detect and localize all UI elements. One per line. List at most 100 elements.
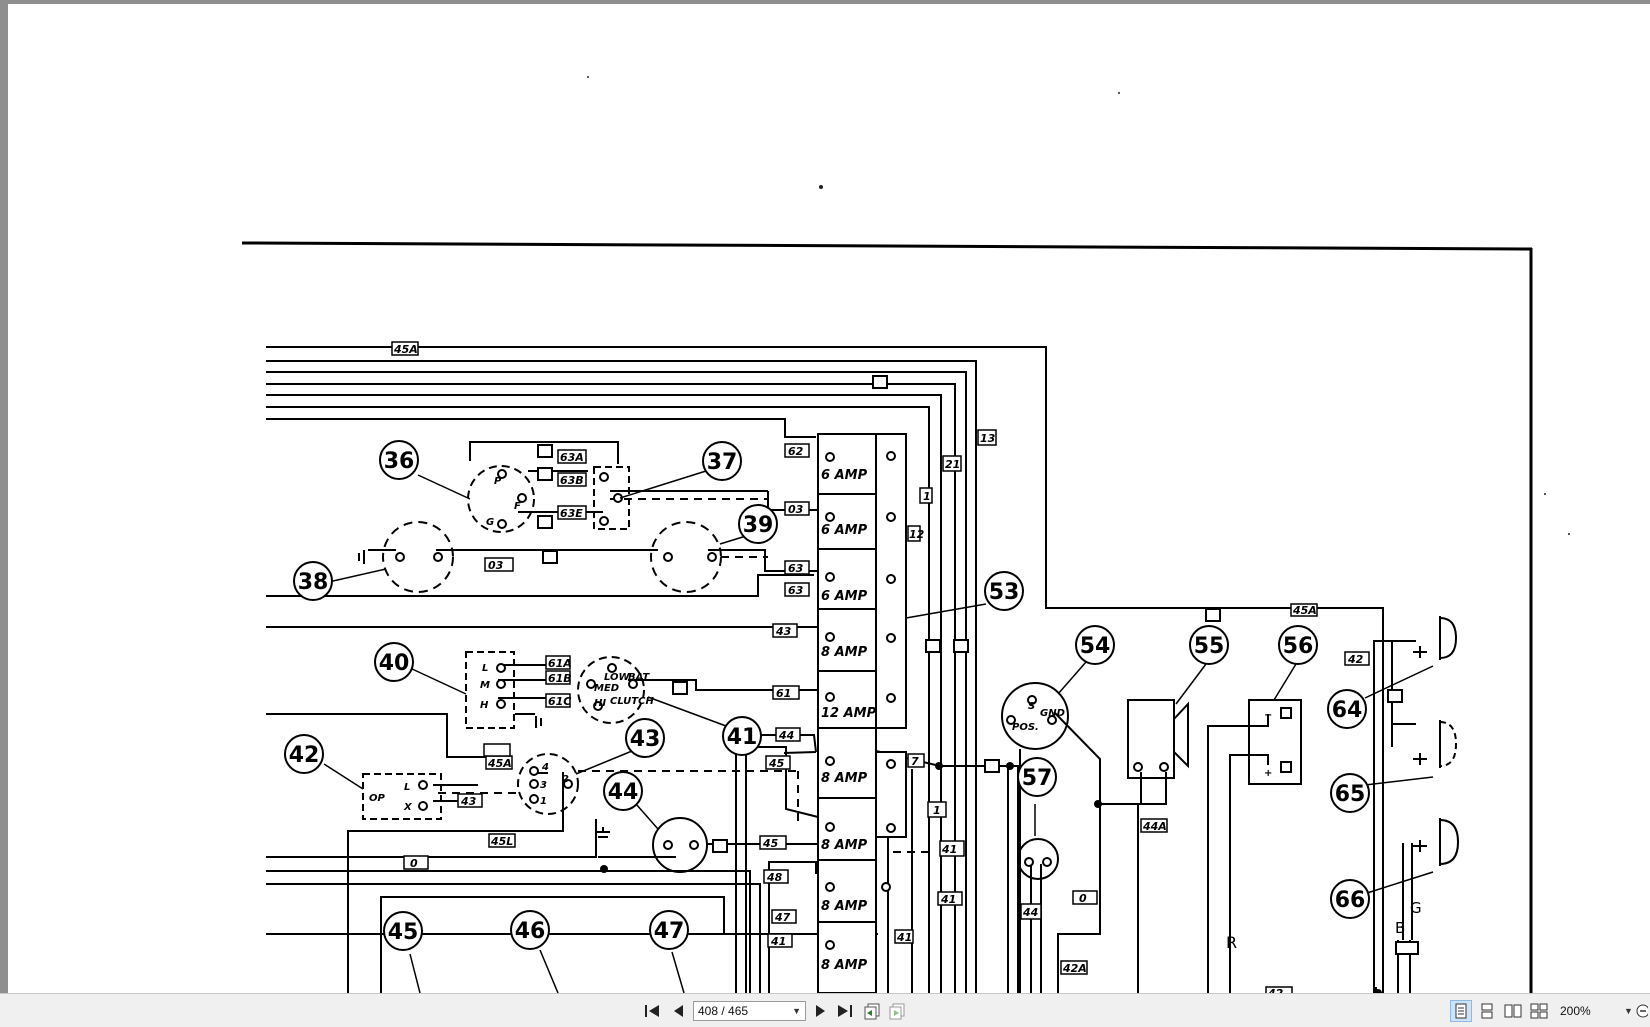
svg-text:6 AMP: 6 AMP	[821, 523, 868, 538]
svg-text:GND: GND	[1040, 708, 1065, 719]
svg-text:39: 39	[743, 513, 774, 538]
svg-text:12: 12	[909, 528, 925, 541]
junction-dots	[600, 762, 1382, 993]
continuous-facing-icon	[1530, 1003, 1548, 1019]
svg-text:6 AMP: 6 AMP	[821, 468, 868, 483]
svg-text:POS.: POS.	[1012, 722, 1039, 733]
svg-text:8 AMP: 8 AMP	[821, 958, 868, 973]
svg-text:62: 62	[788, 445, 804, 458]
document-viewport[interactable]: 6 AMP 6 AMP 6 AMP 8 AMP 12 AMP 8 AMP 8 A…	[0, 0, 1650, 993]
svg-text:43: 43	[630, 727, 661, 752]
fuse-terminals	[825, 451, 896, 950]
continuous-view-button[interactable]	[1476, 1000, 1498, 1022]
svg-text:−: −	[1264, 710, 1272, 721]
svg-text:+: +	[1264, 768, 1272, 779]
svg-text:13: 13	[980, 432, 996, 445]
svg-text:41: 41	[770, 935, 786, 948]
components	[362, 465, 1460, 880]
svg-text:4: 4	[541, 762, 549, 773]
svg-text:X: X	[403, 802, 413, 813]
svg-text:B: B	[1395, 919, 1405, 937]
ground-symbols	[358, 550, 1427, 852]
svg-text:0: 0	[410, 857, 418, 870]
svg-text:0: 0	[1079, 892, 1087, 905]
callout-leaders	[323, 470, 1434, 993]
wires	[266, 346, 1416, 993]
svg-text:8 AMP: 8 AMP	[821, 838, 868, 853]
terminal-labels: P F G L M H LOW BAT MED HI CLUTCH OP L X…	[369, 476, 1422, 952]
svg-text:41: 41	[941, 843, 957, 856]
callout-bubbles	[284, 440, 1370, 951]
single-page-icon	[1455, 1003, 1467, 1019]
diagram-frame	[241, 241, 1533, 993]
svg-text:F: F	[514, 501, 521, 512]
svg-text:8 AMP: 8 AMP	[821, 645, 868, 660]
svg-text:47: 47	[774, 911, 791, 924]
zoom-level: 200%	[1560, 1004, 1591, 1018]
svg-text:40: 40	[379, 651, 410, 676]
scan-specks	[587, 76, 1570, 535]
go-forward-icon	[889, 1003, 905, 1020]
svg-text:45A: 45A	[487, 757, 512, 770]
zoom-out-button[interactable]	[1634, 1000, 1648, 1022]
last-page-icon	[838, 1005, 852, 1017]
chevron-down-icon[interactable]: ▼	[792, 1006, 801, 1016]
svg-text:G: G	[486, 517, 494, 528]
svg-text:63: 63	[788, 562, 804, 575]
svg-text:41: 41	[727, 725, 758, 750]
svg-text:47: 47	[654, 919, 685, 944]
svg-text:44: 44	[778, 729, 794, 742]
svg-text:63B: 63B	[560, 474, 584, 487]
last-page-button[interactable]	[834, 1000, 856, 1022]
svg-text:64: 64	[1332, 698, 1363, 723]
first-page-icon	[645, 1005, 659, 1017]
svg-text:M: M	[480, 680, 490, 691]
page-number-field[interactable]: 408 / 465 ▼	[693, 1001, 806, 1021]
svg-text:63A: 63A	[560, 451, 584, 464]
svg-text:CLUTCH: CLUTCH	[610, 696, 654, 707]
svg-text:44: 44	[608, 780, 639, 805]
connector-symbols	[537, 375, 1419, 955]
zoom-selector[interactable]: 200% ▼	[1560, 1001, 1638, 1021]
svg-text:7: 7	[911, 755, 919, 768]
single-page-view-button[interactable]	[1450, 1000, 1472, 1022]
svg-text:L: L	[404, 782, 410, 793]
svg-text:MED: MED	[594, 683, 619, 694]
chevron-down-icon[interactable]: ▼	[1624, 1006, 1633, 1016]
svg-text:45L: 45L	[490, 835, 513, 848]
facing-pages-icon	[1504, 1004, 1522, 1018]
previous-page-button[interactable]	[667, 1000, 689, 1022]
svg-text:1: 1	[933, 804, 941, 817]
svg-text:63E: 63E	[560, 507, 583, 520]
pdf-page: 6 AMP 6 AMP 6 AMP 8 AMP 12 AMP 8 AMP 8 A…	[8, 4, 1650, 993]
svg-text:42: 42	[289, 743, 320, 768]
svg-text:45A: 45A	[1292, 604, 1317, 617]
svg-text:45: 45	[762, 837, 779, 850]
wire-labels: 45A 62 63A 63B 63E 03 03 63 63 13 21 1 1…	[393, 343, 1364, 993]
svg-text:P: P	[494, 476, 502, 487]
svg-text:61: 61	[776, 687, 791, 700]
go-back-button[interactable]	[861, 1000, 883, 1022]
continuous-facing-view-button[interactable]	[1528, 1000, 1550, 1022]
svg-text:OP: OP	[369, 793, 386, 804]
first-page-button[interactable]	[641, 1000, 663, 1022]
svg-text:L: L	[482, 663, 488, 674]
svg-text:38: 38	[298, 570, 329, 595]
svg-text:R: R	[1226, 933, 1237, 952]
go-forward-button[interactable]	[886, 1000, 908, 1022]
svg-text:63: 63	[788, 584, 804, 597]
svg-text:41: 41	[940, 893, 956, 906]
callout-numbers: 36 37 38 39 40 41 42 43 44 45 46 47 53 5…	[289, 449, 1366, 945]
svg-text:G: G	[1410, 899, 1422, 917]
svg-text:2: 2	[562, 774, 569, 785]
next-page-button[interactable]	[810, 1000, 832, 1022]
svg-text:12 AMP: 12 AMP	[821, 706, 877, 721]
svg-text:66: 66	[1335, 888, 1366, 913]
svg-text:55: 55	[1194, 634, 1225, 659]
wiring-diagram: 6 AMP 6 AMP 6 AMP 8 AMP 12 AMP 8 AMP 8 A…	[241, 76, 1570, 993]
svg-text:3: 3	[540, 780, 547, 791]
facing-view-button[interactable]	[1502, 1000, 1524, 1022]
svg-text:53: 53	[989, 580, 1020, 605]
svg-text:61B: 61B	[548, 672, 572, 685]
svg-text:42: 42	[1267, 987, 1284, 993]
